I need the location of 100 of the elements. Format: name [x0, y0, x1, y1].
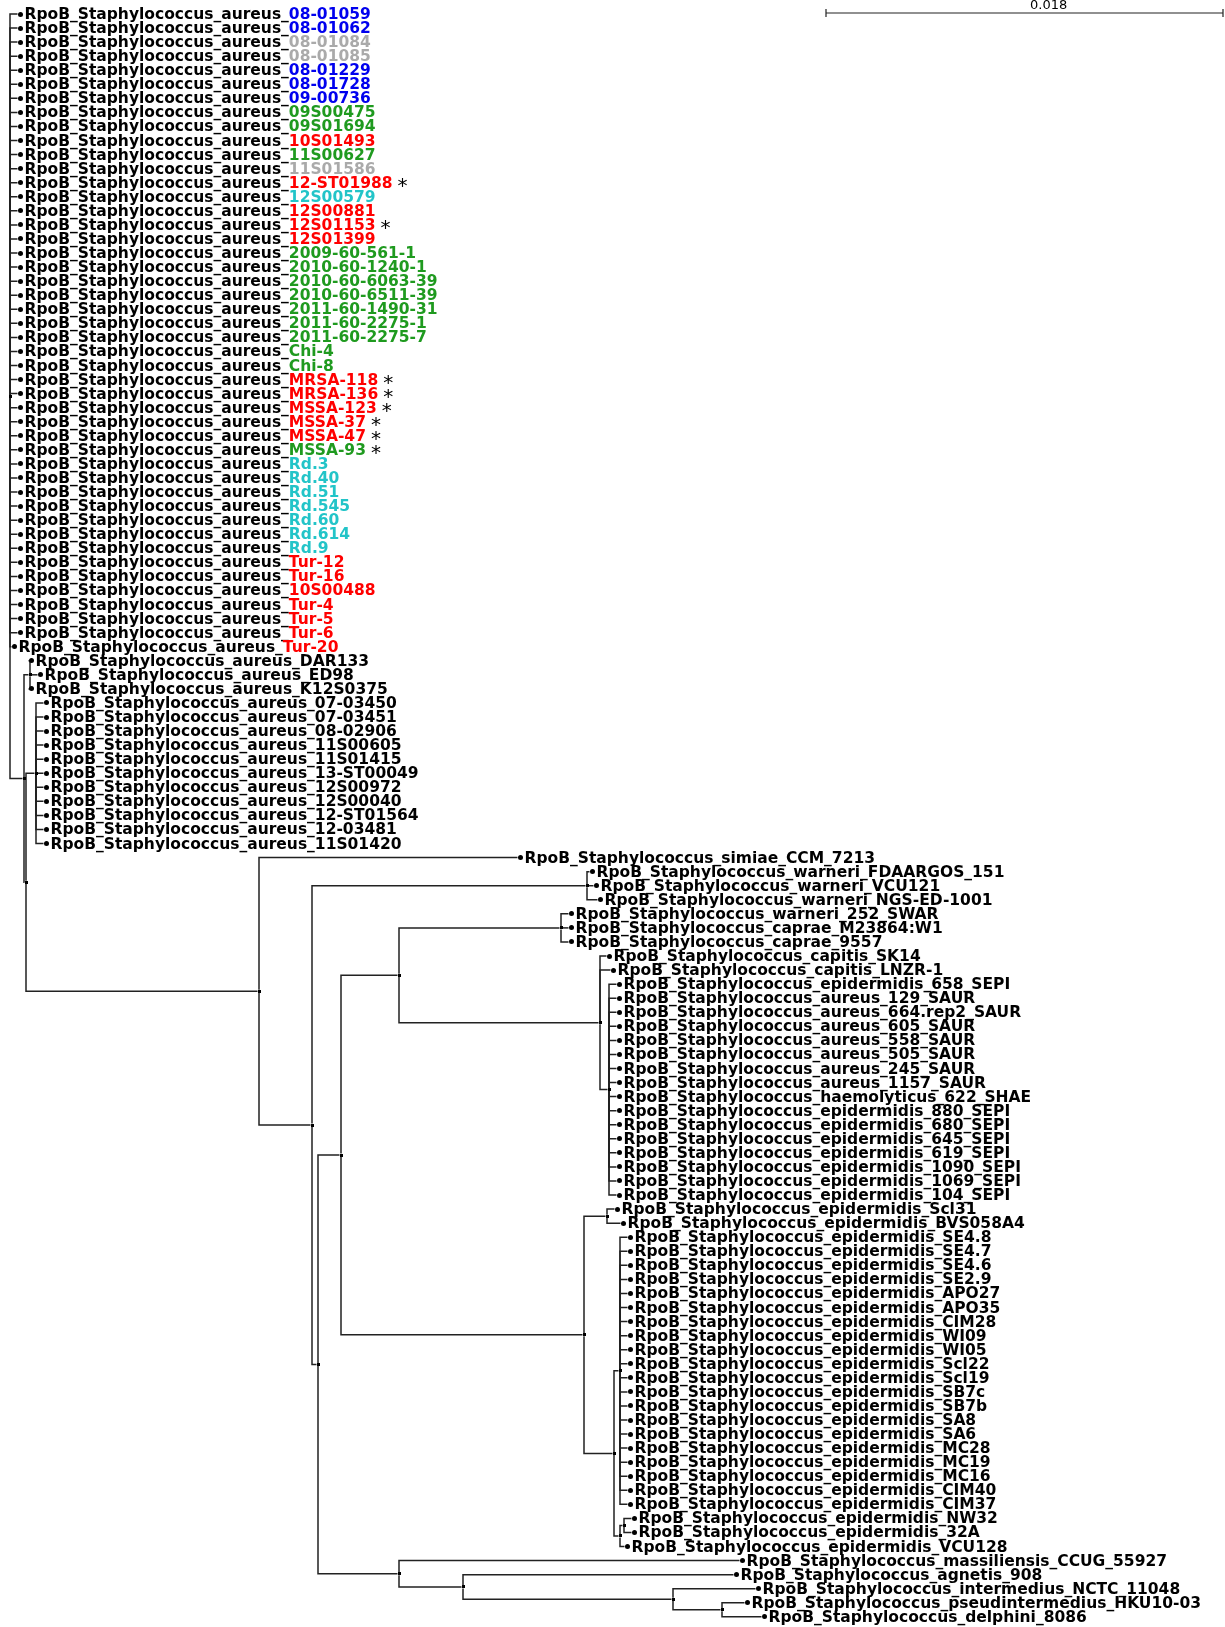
tree-branch: [608, 1081, 618, 1089]
tree-branch: [258, 992, 312, 1126]
branch-point: [34, 771, 38, 775]
branch-point: [339, 1153, 343, 1157]
tree-branch: [606, 1216, 622, 1224]
tree-branch: [30, 674, 39, 676]
branch-point: [8, 394, 12, 398]
branch-point: [559, 926, 563, 930]
branch-point: [671, 1597, 675, 1601]
tree-branch: [560, 928, 570, 943]
taxon-name: RpoB_Staphylococcus_simiae_CCM_7213: [524, 850, 875, 865]
taxon-name: RpoB_Staphylococcus_aureus_2010-60-1240-1: [24, 260, 427, 275]
taxon-name: RpoB_Staphylococcus_aureus_245_SAUR: [623, 1061, 976, 1076]
taxon-name: RpoB_Staphylococcus_aureus_MRSA-118: [24, 372, 379, 387]
taxon-name: RpoB_Staphylococcus_epidermidis_CIM28: [634, 1314, 997, 1329]
tree-branch: [35, 774, 45, 845]
tree-branch: [23, 674, 30, 778]
taxon-name: RpoB_Staphylococcus_epidermidis_645_SEPI: [623, 1131, 1011, 1146]
taxon-name: RpoB_Staphylococcus_aureus_605_SAUR: [623, 1019, 976, 1034]
tree-branch: [721, 1610, 763, 1618]
taxon-name: RpoB_Staphylococcus_aureus_2010-60-6063-39: [24, 274, 438, 289]
taxon-name: RpoB_Staphylococcus_aureus_ED98: [44, 667, 354, 682]
taxon-name: RpoB_Staphylococcus_aureus_12S01399: [24, 231, 376, 246]
tree-branch: [9, 397, 24, 780]
taxon-name: RpoB_Staphylococcus_aureus_MSSA-93: [24, 442, 366, 457]
taxon-name: RpoB_Staphylococcus_aureus_Rd.614: [24, 527, 351, 542]
taxon-name: RpoB_Staphylococcus_caprae_9557: [575, 934, 883, 949]
taxon-name: RpoB_Staphylococcus_aureus_13-ST00049: [50, 766, 419, 781]
taxon-name: RpoB_Staphylococcus_aureus_12-ST01988: [24, 175, 393, 190]
taxon-name: RpoB_Staphylococcus_aureus_08-01085: [24, 49, 371, 64]
taxon-name: RpoB_Staphylococcus_epidermidis_SE2.9: [634, 1272, 992, 1287]
taxon-name: RpoB_Staphylococcus_aureus_2011-60-2275-1: [24, 316, 427, 331]
taxon-name: RpoB_Staphylococcus_epidermidis_MC16: [634, 1469, 991, 1484]
taxon-name: RpoB_Staphylococcus_epidermidis_APO35: [634, 1300, 1001, 1315]
taxon-name: RpoB_Staphylococcus_epidermidis_VCU128: [631, 1539, 1008, 1554]
tree-branch: [619, 1524, 624, 1536]
tree-branch: [462, 1587, 673, 1600]
taxon-name: RpoB_Staphylococcus_caprae_M23864:W1: [575, 920, 943, 935]
taxon-name: RpoB_Staphylococcus_aureus_1157_SAUR: [623, 1075, 986, 1090]
taxon-name: RpoB_Staphylococcus_aureus_2010-60-6511-39: [24, 288, 438, 303]
tree-branch: [462, 1573, 735, 1587]
branch-point: [582, 1333, 586, 1337]
tree-branch: [398, 1559, 741, 1574]
taxon-name: RpoB_Staphylococcus_aureus_12-03481: [50, 822, 397, 837]
taxon-name: RpoB_Staphylococcus_aureus_08-01059: [24, 7, 371, 21]
taxon-name: RpoB_Staphylococcus_aureus_12-ST01564: [50, 808, 419, 823]
tree-branch: [561, 927, 570, 929]
taxon-name: RpoB_Staphylococcus_epidermidis_SE4.6: [634, 1258, 992, 1273]
taxon-name: RpoB_Staphylococcus_aureus_MSSA-47: [24, 428, 366, 443]
branch-point: [605, 1214, 609, 1218]
asterisk-mark: *: [397, 174, 408, 195]
tree-branch: [27, 660, 31, 675]
tree-branch: [398, 927, 561, 975]
taxon-name: RpoB_Staphylococcus_epidermidis_1090_SEPI: [623, 1159, 1021, 1174]
taxon-name: RpoB_Staphylococcus_aureus_505_SAUR: [623, 1047, 976, 1062]
taxon-name: RpoB_Staphylococcus_epidermidis_BVS058A4: [627, 1216, 1025, 1231]
taxon-name: RpoB_Staphylococcus_epidermidis_SE4.8: [634, 1230, 992, 1245]
taxon-name: RpoB_Staphylococcus_epidermidis_658_SEPI: [623, 977, 1011, 992]
tree-branch: [606, 1208, 616, 1216]
taxon-name: RpoB_Staphylococcus_aureus_Rd.545: [24, 499, 351, 514]
tree-branch: [623, 1517, 633, 1525]
taxon-name: RpoB_Staphylococcus_epidermidis_APO27: [634, 1286, 1001, 1301]
branch-point: [618, 1369, 622, 1373]
taxon-name: RpoB_Staphylococcus_aureus_11S01586: [24, 161, 376, 176]
tree-branch: [311, 884, 587, 1125]
taxon-name: RpoB_Staphylococcus_aureus_10S00488: [24, 583, 376, 598]
branch-point: [598, 1021, 602, 1025]
tree-branch: [340, 974, 399, 1155]
taxon-name: RpoB_Staphylococcus_epidermidis_104_SEPI: [623, 1188, 1011, 1203]
taxon-name: RpoB_Staphylococcus_epidermidis_32A: [638, 1525, 980, 1540]
taxon-name: RpoB_Staphylococcus_aureus_DAR133: [35, 653, 369, 668]
taxon-name: RpoB_Staphylococcus_aureus_08-02906: [50, 724, 397, 739]
taxon-name: RpoB_Staphylococcus_epidermidis_680_SEPI: [623, 1117, 1011, 1132]
taxon-name: RpoB_Staphylococcus_aureus_12S00881: [24, 203, 376, 218]
asterisk-mark: *: [380, 216, 391, 237]
taxon-name: RpoB_Staphylococcus_aureus_Tur-16: [24, 569, 345, 584]
taxon-name: RpoB_Staphylococcus_aureus_Tur-6: [24, 625, 334, 640]
taxon-name: RpoB_Staphylococcus_epidermidis_SB7b: [634, 1398, 988, 1413]
branch-point: [612, 1451, 616, 1455]
taxon-name: RpoB_Staphylococcus_epidermidis_Scl31: [621, 1202, 977, 1217]
scale-label: 0.018: [1030, 0, 1068, 12]
branch-point: [585, 884, 589, 888]
taxon-name: RpoB_Staphylococcus_intermedius_NCTC_11048: [762, 1581, 1181, 1596]
tree-branch: [583, 1215, 607, 1334]
taxon-name: RpoB_Staphylococcus_delphini_8086: [768, 1609, 1087, 1624]
taxon-name: RpoB_Staphylococcus_epidermidis_MC28: [634, 1441, 991, 1456]
taxon-name: RpoB_Staphylococcus_aureus_11S01420: [50, 836, 402, 851]
taxon-name: RpoB_Staphylococcus_aureus_Chi-8: [24, 358, 334, 373]
branch-point: [257, 989, 261, 993]
tree-branch: [613, 1370, 620, 1453]
taxon-name: RpoB_Staphylococcus_aureus_09-00736: [24, 91, 371, 106]
tree-branch: [25, 883, 259, 993]
taxon-name: RpoB_Staphylococcus_epidermidis_SB7c: [634, 1384, 986, 1399]
taxon-name: RpoB_Staphylococcus_aureus_Rd.40: [24, 470, 340, 485]
taxon-name: RpoB_Staphylococcus_epidermidis_SE4.7: [634, 1244, 992, 1259]
taxon-name: RpoB_Staphylococcus_agnetis_908: [740, 1567, 1043, 1582]
tree-branch: [586, 870, 591, 885]
tree-branch: [23, 779, 26, 884]
taxon-name: RpoB_Staphylococcus_massiliensis_CCUG_55927: [746, 1553, 1167, 1568]
branch-point: [397, 1572, 401, 1576]
